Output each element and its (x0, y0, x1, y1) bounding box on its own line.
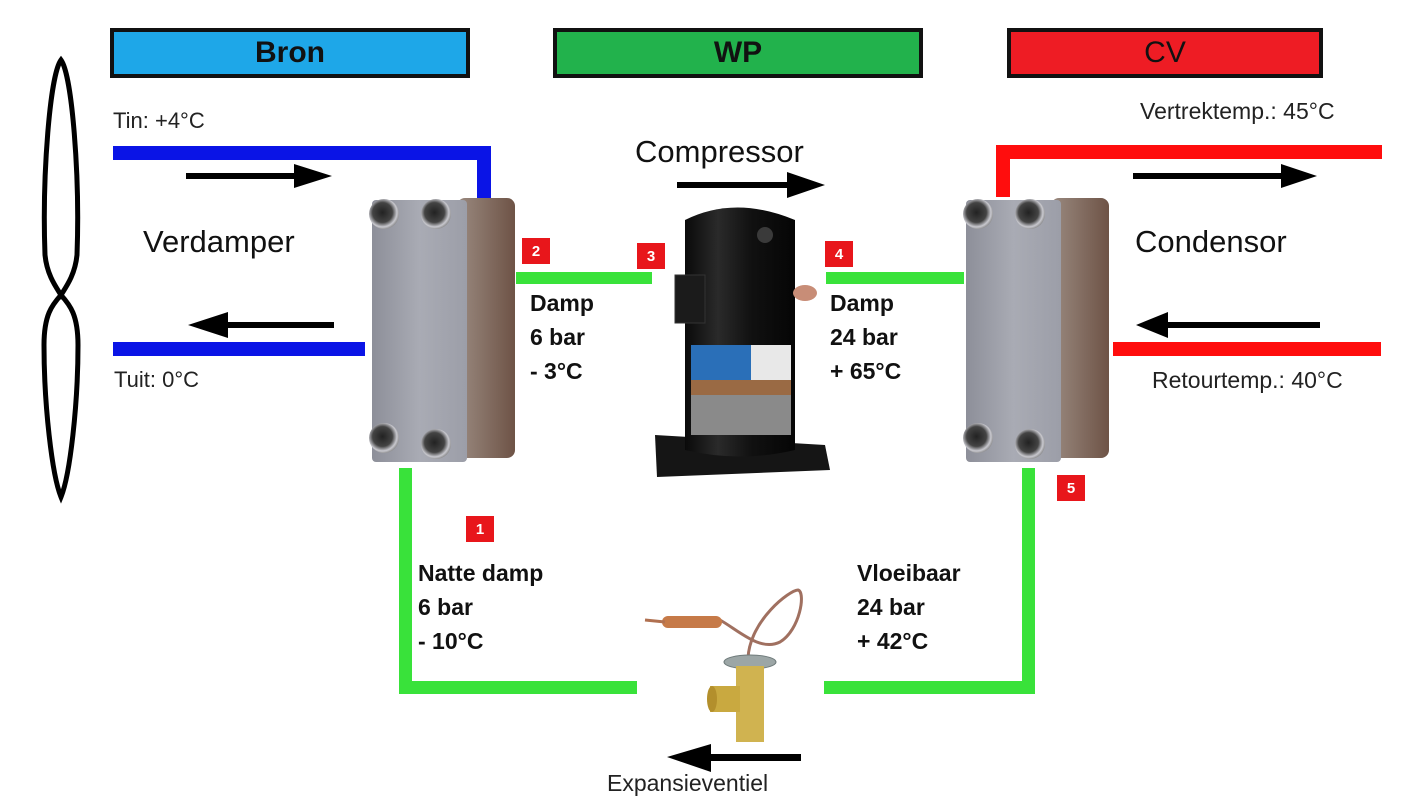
refrigerant-pipe-evap-down (399, 468, 412, 694)
state-2-info: Damp 6 bar - 3°C (530, 286, 594, 388)
state-1-pressure: 6 bar (418, 594, 473, 620)
arrow-left-heating-return (1136, 312, 1320, 338)
state-2-pressure: 6 bar (530, 324, 585, 350)
point-badge-5: 5 (1057, 475, 1085, 501)
arrow-left-source-outlet (188, 312, 334, 338)
evaporator-label: Verdamper (143, 224, 295, 259)
state-4-phase: Damp (830, 290, 894, 316)
refrigerant-pipe-2-3 (516, 272, 652, 284)
state-2-phase: Damp (530, 290, 594, 316)
heating-return-pipe (1113, 342, 1381, 356)
compressor-icon (655, 207, 830, 477)
arrow-right-heating-supply (1133, 164, 1317, 188)
point-badge-4: 4 (825, 241, 853, 267)
compressor-label: Compressor (635, 134, 804, 169)
arrow-right-compressor (677, 172, 825, 198)
source-inlet-label: Tin: +4°C (113, 108, 205, 133)
heating-supply-label: Vertrektemp.: 45°C (1140, 98, 1335, 124)
heating-supply-pipe-down (996, 145, 1010, 197)
header-cv-label: CV (1144, 36, 1186, 69)
point-badge-4-label: 4 (834, 245, 844, 263)
point-badge-3-label: 3 (646, 247, 656, 265)
refrigerant-pipe-to-valve-left (399, 681, 637, 694)
header-bron-label: Bron (255, 36, 325, 69)
expansion-valve-label: Expansieventiel (607, 770, 769, 796)
state-5-info: Vloeibaar 24 bar + 42°C (857, 556, 961, 658)
refrigerant-pipe-to-valve-right (824, 681, 1035, 694)
state-2-temperature: - 3°C (530, 358, 583, 384)
state-4-temperature: + 65°C (830, 358, 902, 384)
source-inlet-pipe (113, 146, 491, 160)
state-1-phase: Natte damp (418, 560, 544, 586)
header-cv: CV (1007, 28, 1323, 78)
refrigerant-pipe-cond-down (1022, 468, 1035, 694)
evaporator-heat-exchanger-icon (369, 198, 515, 462)
heating-return-label: Retourtemp.: 40°C (1152, 367, 1343, 393)
state-4-info: Damp 24 bar + 65°C (830, 286, 901, 388)
source-outlet-label: Tuit: 0°C (114, 367, 200, 392)
state-1-temperature: - 10°C (418, 628, 484, 654)
state-5-phase: Vloeibaar (857, 560, 961, 586)
state-1-info: Natte damp 6 bar - 10°C (418, 556, 543, 658)
arrow-right-source-inlet (186, 164, 332, 188)
fan-icon (41, 55, 81, 504)
point-badge-1-label: 1 (475, 520, 485, 538)
source-inlet-pipe-down (477, 146, 491, 198)
point-badge-1: 1 (466, 516, 494, 542)
state-4-pressure: 24 bar (830, 324, 898, 350)
header-bron: Bron (110, 28, 470, 78)
refrigerant-pipe-4-condensor (826, 272, 964, 284)
expansion-valve-icon (644, 588, 803, 742)
state-5-pressure: 24 bar (857, 594, 925, 620)
state-5-temperature: + 42°C (857, 628, 929, 654)
point-badge-3: 3 (637, 243, 665, 269)
header-wp: WP (553, 28, 923, 78)
condensor-heat-exchanger-icon (963, 198, 1109, 462)
point-badge-5-label: 5 (1066, 479, 1076, 497)
point-badge-2: 2 (522, 238, 550, 264)
condensor-label: Condensor (1135, 224, 1287, 259)
point-badge-2-label: 2 (531, 242, 541, 260)
heating-supply-pipe (996, 145, 1382, 159)
header-wp-label: WP (713, 36, 763, 69)
arrow-left-expansion (667, 744, 801, 772)
source-outlet-pipe (113, 342, 365, 356)
